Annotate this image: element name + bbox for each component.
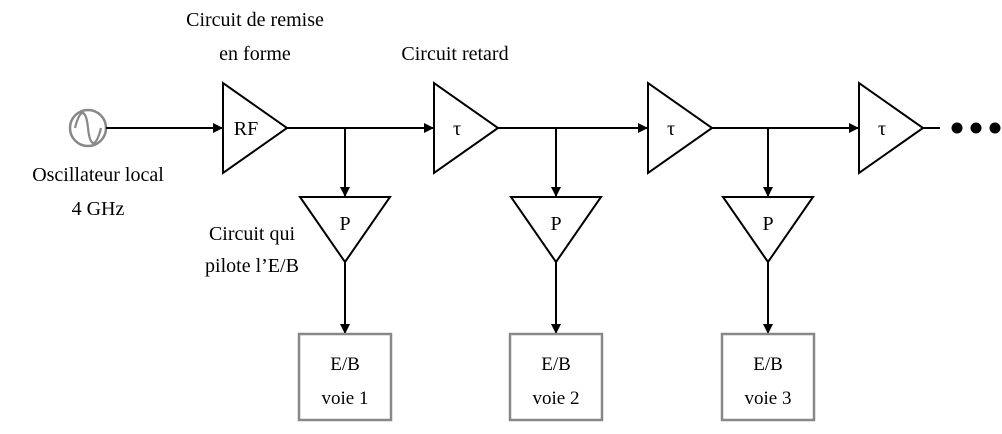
driver-symbol-3: P <box>762 213 773 235</box>
channel-box-3: E/B voie 3 <box>720 332 816 422</box>
channel-box-1: E/B voie 1 <box>297 332 393 422</box>
oscillator-label-line2: 4 GHz <box>72 198 125 220</box>
delay-label: Circuit retard <box>401 43 508 65</box>
delay-symbol-2: τ <box>667 118 675 140</box>
channel-box-2: E/B voie 2 <box>508 332 604 422</box>
channel-1-voie: voie 1 <box>322 388 369 409</box>
rf-label: RF <box>234 118 258 140</box>
driver-block-2: P <box>509 196 603 264</box>
driver-block-3: P <box>721 196 815 264</box>
driver-block-1: P <box>298 196 392 264</box>
delay-block-3: τ <box>858 81 925 175</box>
channel-3-name: E/B <box>753 354 783 375</box>
driver-label-line1: Circuit qui <box>209 223 296 245</box>
driver-label-line2: pilote l’E/B <box>205 255 299 277</box>
shaper-label-line1: Circuit de remise <box>186 9 324 31</box>
oscillator-icon <box>68 108 108 148</box>
continuation-dots-icon <box>951 122 1001 134</box>
driver-symbol-2: P <box>550 213 561 235</box>
rf-amplifier: RF <box>222 81 289 175</box>
delay-block-1: τ <box>433 81 500 175</box>
channel-3-voie: voie 3 <box>745 388 792 409</box>
channel-2-name: E/B <box>541 354 571 375</box>
channel-1-name: E/B <box>330 354 360 375</box>
delay-symbol-3: τ <box>878 118 886 140</box>
driver-symbol-1: P <box>339 213 350 235</box>
channel-2-voie: voie 2 <box>533 388 580 409</box>
delay-block-2: τ <box>647 81 714 175</box>
delay-symbol-1: τ <box>453 118 461 140</box>
oscillator-label-line1: Oscillateur local <box>32 164 164 186</box>
shaper-label-line2: en forme <box>219 43 291 65</box>
